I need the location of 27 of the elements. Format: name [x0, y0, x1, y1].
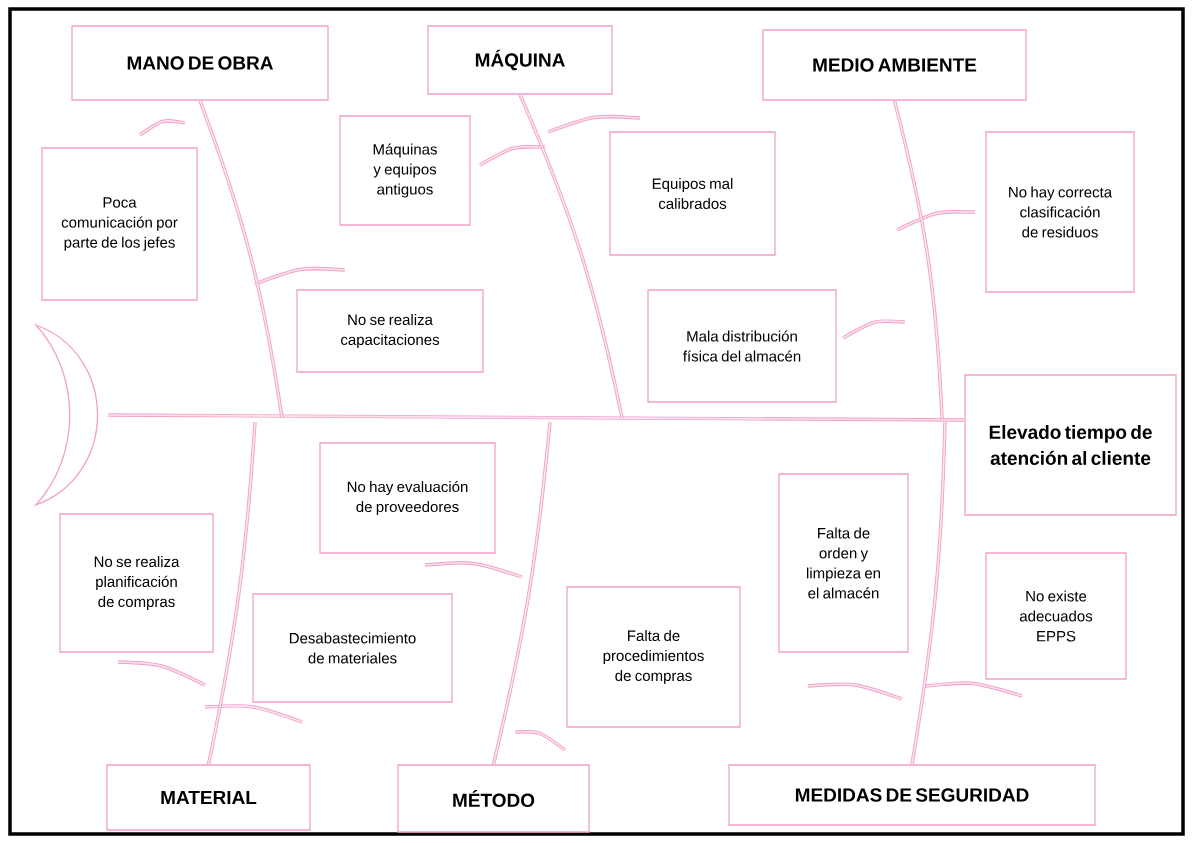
cause-box: Falta de procedimientos de compras	[566, 586, 741, 728]
cause-box: Falta de orden y limpieza en el almacén	[778, 473, 909, 653]
bone-line	[491, 421, 552, 766]
bone-line	[892, 99, 944, 419]
category-box: MATERIAL	[106, 764, 311, 831]
fish-tail	[35, 324, 99, 506]
cause-box: Mala distribución física del almacén	[647, 289, 837, 403]
cause-box: No hay evaluación de proveedores	[319, 442, 496, 554]
cause-box: Máquinas y equipos antiguos	[339, 115, 471, 226]
category-box: MEDIO AMBIENTE	[762, 29, 1027, 101]
category-box: MANO DE OBRA	[71, 25, 329, 101]
spine-line	[107, 413, 966, 422]
cause-box: Poca comunicación por parte de los jefes	[41, 147, 198, 301]
category-box: MÉTODO	[397, 764, 590, 833]
cause-box: No existe adecuados EPPS	[985, 552, 1127, 680]
cause-box: No se realiza capacitaciones	[296, 289, 484, 373]
cause-box: Equipos mal calibrados	[609, 131, 776, 256]
cause-box: Desabastecimiento de materiales	[252, 593, 453, 703]
cause-box: No se realiza planificación de compras	[59, 513, 214, 653]
cause-box: No hay correcta clasificación de residuos	[985, 131, 1135, 293]
category-box: MEDIDAS DE SEGURIDAD	[728, 764, 1096, 826]
bone-line	[910, 421, 947, 766]
effect-box: Elevado tiempo de atención al cliente	[964, 374, 1177, 516]
bone-line	[518, 93, 624, 419]
category-box: MÁQUINA	[427, 25, 613, 95]
bone-line	[198, 99, 284, 419]
bone-line	[206, 421, 257, 766]
